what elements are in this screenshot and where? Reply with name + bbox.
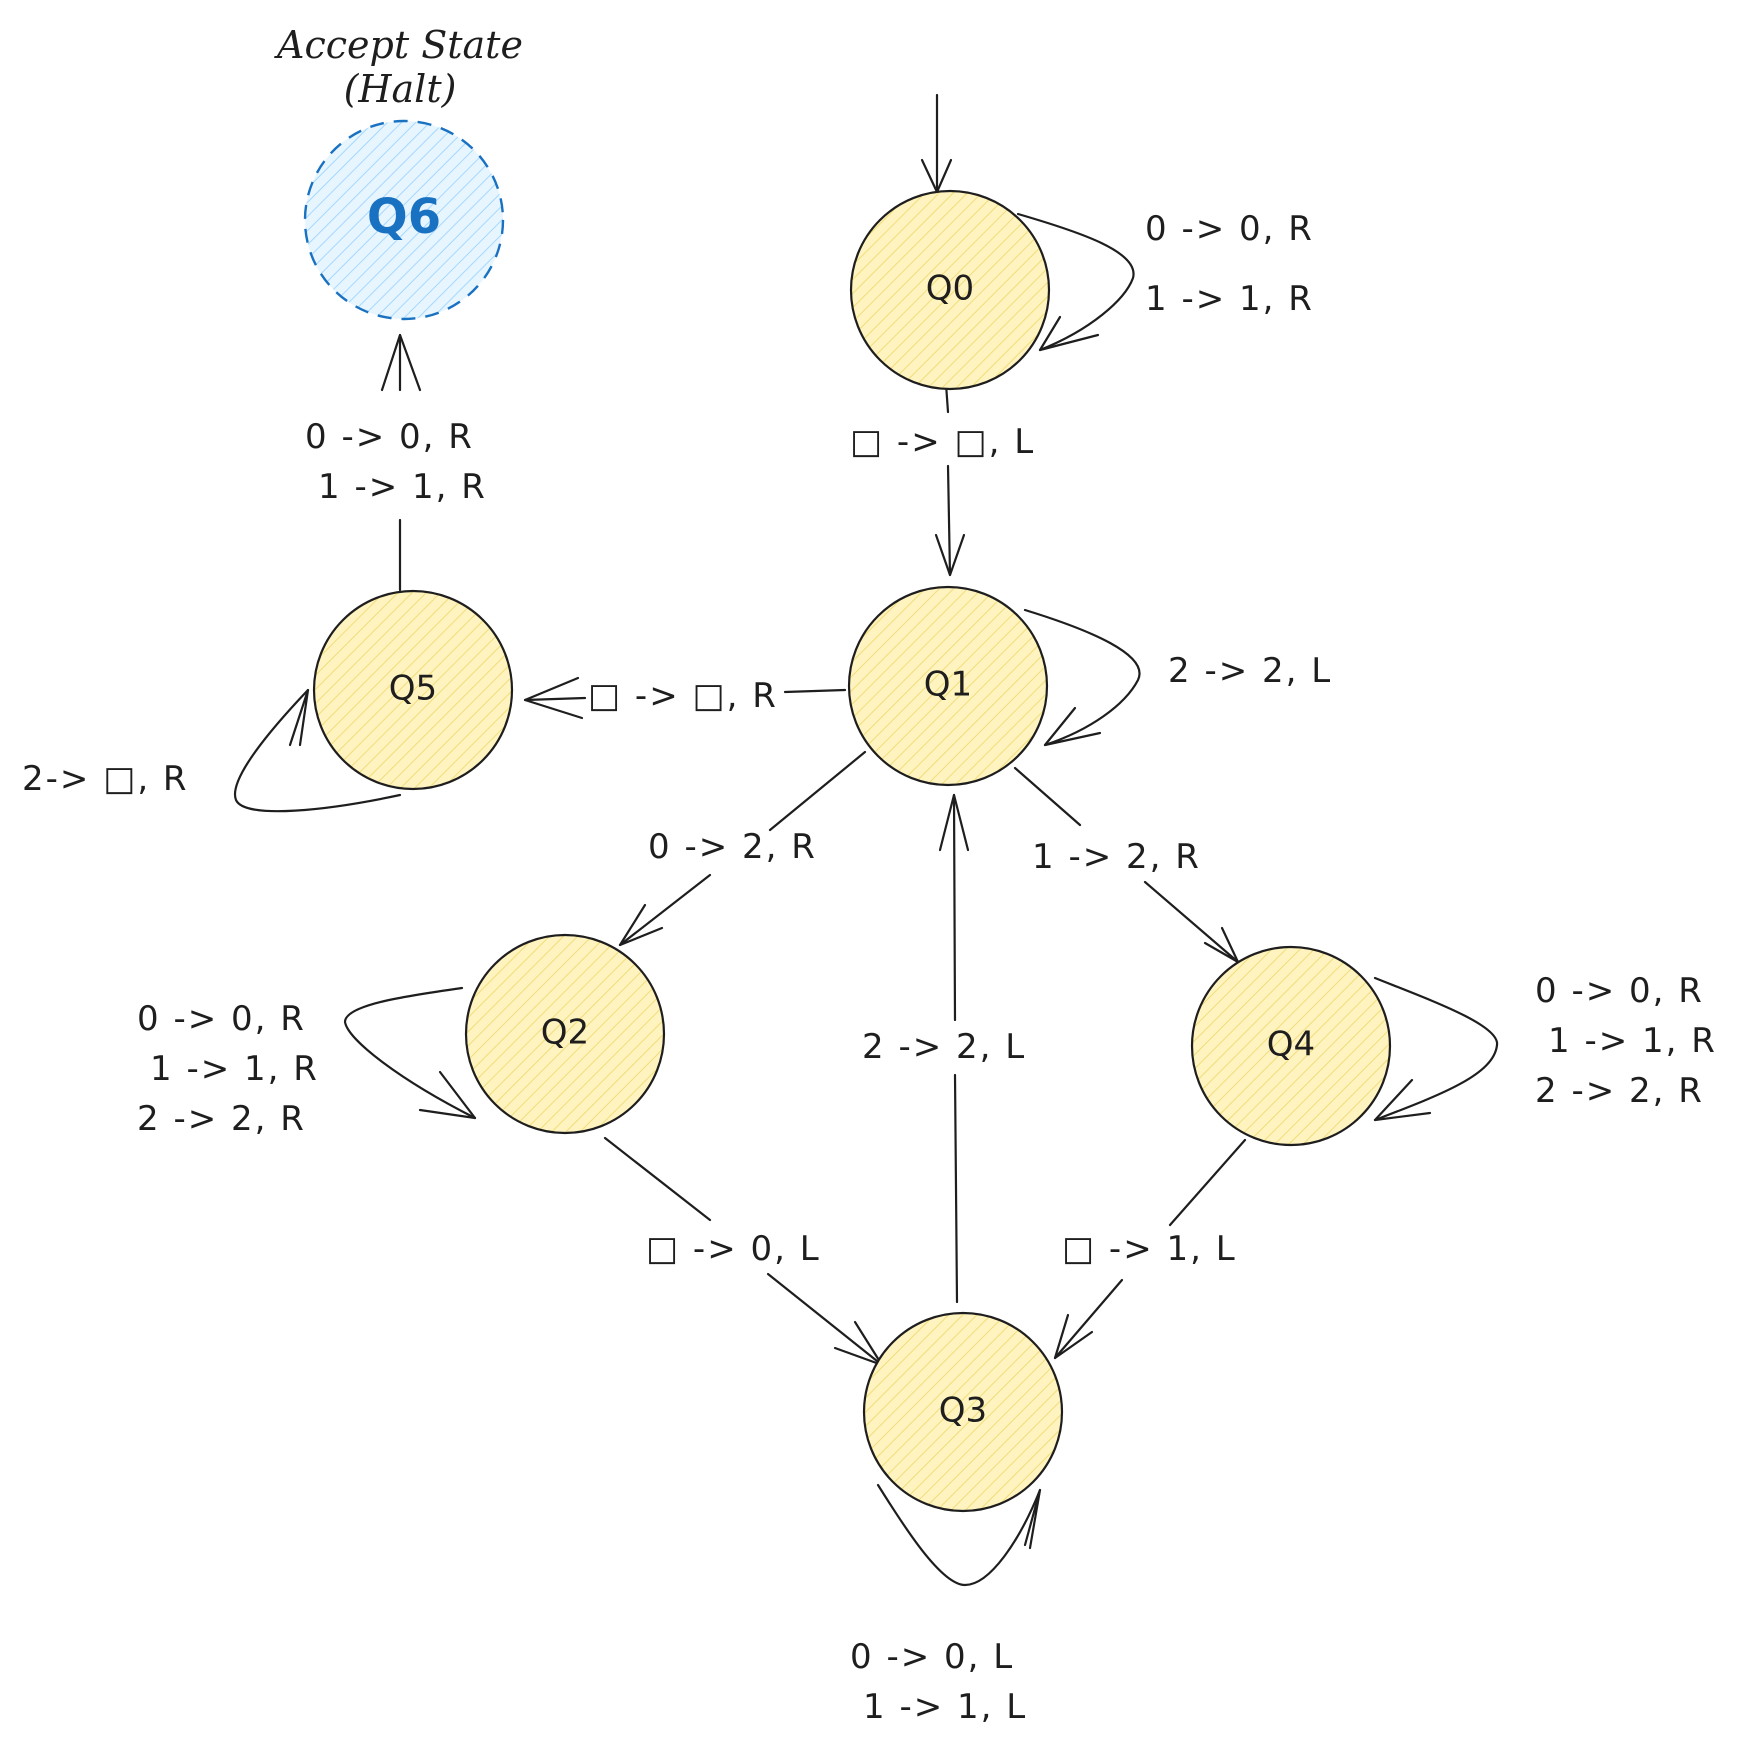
label-q0-loop-2: 1 -> 1, R xyxy=(1145,279,1314,319)
label-q4-loop-2: 1 -> 1, R xyxy=(1548,1021,1717,1061)
label-q1-q2: 0 -> 2, R xyxy=(648,827,817,867)
q5-self-loop xyxy=(233,688,402,813)
label-q3-loop-2: 1 -> 1, L xyxy=(863,1687,1027,1727)
start-arrow xyxy=(920,93,953,194)
edge-q5-q6 xyxy=(380,333,422,592)
state-q5-label: Q5 xyxy=(389,669,437,709)
state-q5: Q5 xyxy=(312,589,514,791)
state-q1-label: Q1 xyxy=(924,665,972,705)
label-q2-loop-2: 1 -> 1, R xyxy=(150,1049,319,1089)
label-q3-q1: 2 -> 2, L xyxy=(862,1027,1026,1067)
state-q0: Q0 xyxy=(849,189,1051,391)
q3-self-loop xyxy=(876,1483,1042,1587)
label-q4-loop-3: 2 -> 2, R xyxy=(1535,1071,1704,1111)
accept-state-halt-caption: (Halt) xyxy=(344,67,457,111)
state-q6-accept: Q6 xyxy=(303,119,505,321)
state-q4-label: Q4 xyxy=(1267,1025,1315,1065)
label-q5-loop: 2-> □, R xyxy=(22,759,189,799)
edge-q0-q1 xyxy=(934,368,966,577)
label-q4-q3: □ -> 1, L xyxy=(1062,1229,1237,1269)
state-q3: Q3 xyxy=(862,1311,1064,1513)
label-q4-loop-1: 0 -> 0, R xyxy=(1535,971,1704,1011)
edge-q1-q2 xyxy=(618,750,867,947)
label-q0-q1: □ -> □, L xyxy=(850,422,1035,462)
state-q3-label: Q3 xyxy=(939,1391,987,1431)
label-q2-q3: □ -> 0, L xyxy=(646,1229,821,1269)
label-q5-q6-1: 0 -> 0, R xyxy=(305,417,474,457)
state-q4: Q4 xyxy=(1190,945,1392,1147)
q2-self-loop xyxy=(343,986,477,1120)
edge-q3-q1 xyxy=(938,793,970,1304)
label-q1-q4: 1 -> 2, R xyxy=(1032,837,1201,877)
state-q1: Q1 xyxy=(847,585,1049,787)
label-q5-q6-2: 1 -> 1, R xyxy=(318,467,487,507)
accept-state-caption: Accept State xyxy=(274,23,523,67)
label-q2-loop-1: 0 -> 0, R xyxy=(137,999,306,1039)
state-q2-label: Q2 xyxy=(541,1013,589,1053)
label-q3-loop-1: 0 -> 0, L xyxy=(850,1637,1014,1677)
state-q2: Q2 xyxy=(464,933,666,1135)
label-q1-q5: □ -> □, R xyxy=(588,676,778,716)
edge-q4-q3 xyxy=(1053,1138,1247,1360)
q4-self-loop xyxy=(1373,976,1499,1122)
state-q0-label: Q0 xyxy=(926,269,974,309)
edge-q1-q5 xyxy=(523,676,847,720)
label-q0-loop-1: 0 -> 0, R xyxy=(1145,209,1314,249)
q0-self-loop xyxy=(1016,212,1135,352)
state-q6-label: Q6 xyxy=(367,189,441,245)
label-q2-loop-3: 2 -> 2, R xyxy=(137,1099,306,1139)
q1-self-loop xyxy=(1023,608,1141,747)
label-q1-loop: 2 -> 2, L xyxy=(1168,651,1332,691)
